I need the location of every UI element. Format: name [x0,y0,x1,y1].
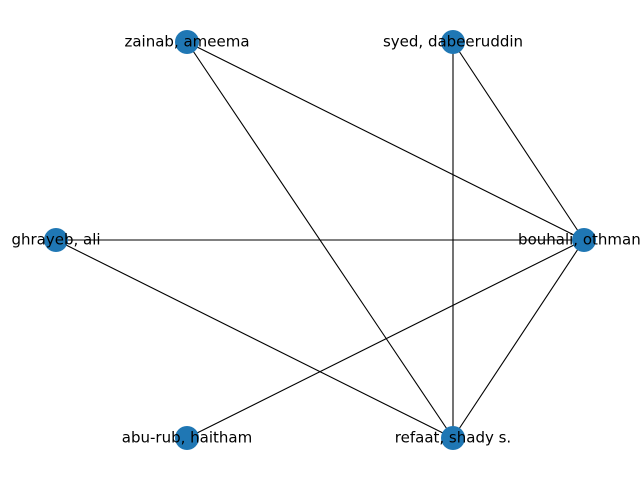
node-aburub [175,426,199,450]
edge-bouhali-aburub [186,239,585,439]
node-refaat [441,426,465,450]
nodes-layer [44,30,596,450]
edge-syed-bouhali [452,41,585,241]
edge-ghrayeb-refaat [55,239,454,439]
labels-layer: zainab, ameema syed, dabeeruddin ghrayeb, … [11,33,640,447]
node-label-ghrayeb: ghrayeb, ali [11,231,100,249]
node-label-zainab: zainab, ameema [124,33,249,51]
edge-zainab-bouhali [186,41,585,241]
node-ghrayeb [44,228,68,252]
node-label-refaat: refaat, shady s. [395,429,511,447]
node-label-syed: syed, dabeeruddin [383,33,523,51]
edges-layer [55,41,585,439]
node-label-bouhali: bouhali, othmane [518,231,640,249]
node-zainab [175,30,199,54]
node-syed [441,30,465,54]
node-label-aburub: abu-rub, haitham [122,429,252,447]
edge-bouhali-refaat [452,239,585,439]
node-bouhali [572,228,596,252]
